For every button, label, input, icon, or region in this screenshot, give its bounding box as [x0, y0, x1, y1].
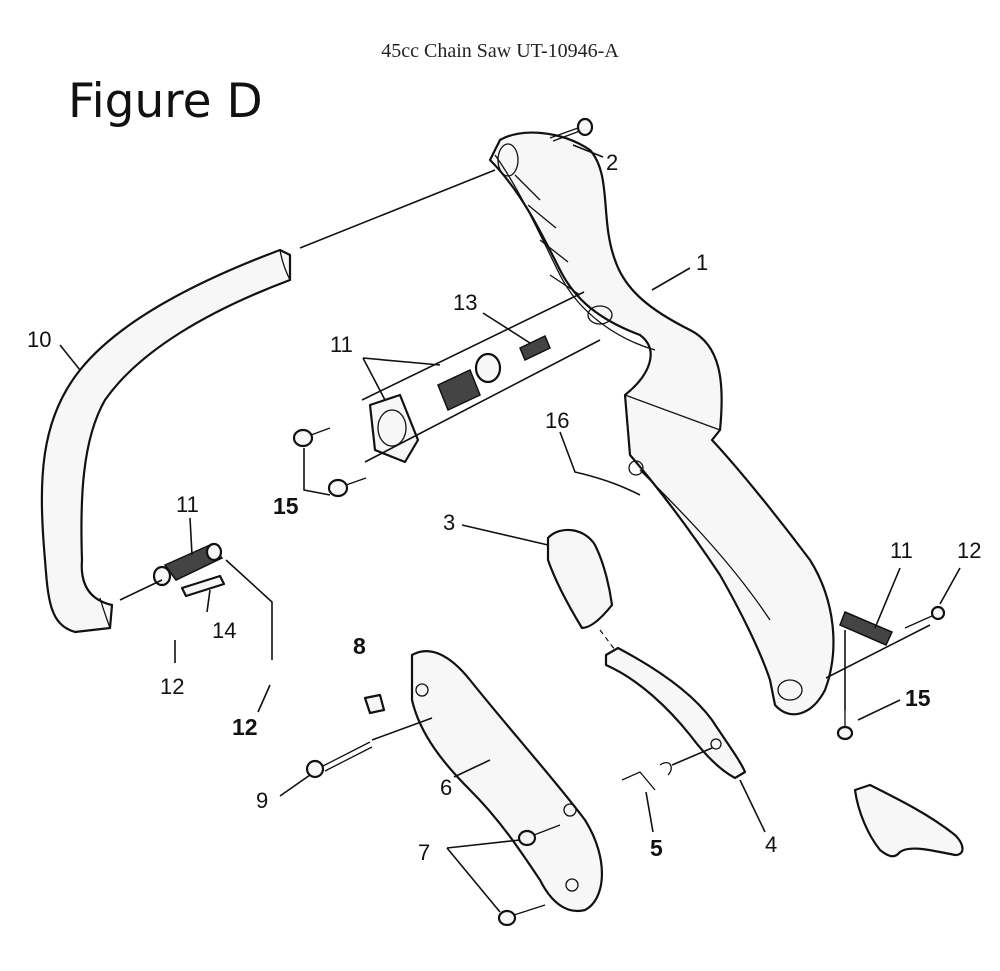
callout-16: 16 [545, 408, 569, 433]
figure-label: Figure D [68, 74, 263, 129]
trigger-part [546, 528, 614, 630]
small-nut [363, 693, 386, 715]
callout-12-bottom: 12 [232, 714, 258, 740]
callout-4: 4 [765, 832, 777, 857]
callout-5: 5 [650, 835, 663, 861]
callout-2: 2 [606, 150, 618, 175]
callout-11-center: 11 [330, 332, 353, 357]
long-bolt [305, 741, 373, 779]
callout-leaders [59, 144, 961, 913]
callout-13: 13 [453, 290, 477, 315]
spring-assembly-left [152, 542, 226, 598]
callout-11-right: 11 [890, 538, 913, 563]
rear-handle-housing [488, 131, 835, 716]
handle-cover [410, 650, 604, 913]
callout-3: 3 [443, 510, 455, 535]
callout-7: 7 [418, 840, 430, 865]
callout-numbers: 1 2 3 4 5 6 7 8 9 10 11 11 11 12 12 12 1… [27, 150, 981, 865]
alternate-part-view [853, 783, 964, 858]
callout-8: 8 [353, 633, 366, 659]
callout-12-right: 12 [957, 538, 981, 563]
assembly-guide-lines [119, 169, 931, 766]
callout-9: 9 [256, 788, 268, 813]
callout-12-left: 12 [160, 674, 184, 699]
front-handle-bar [40, 248, 292, 634]
callout-15-left: 15 [273, 493, 299, 519]
callout-11-left: 11 [176, 492, 199, 517]
callout-10: 10 [27, 327, 51, 352]
bolt-top [549, 117, 594, 142]
torsion-spring [621, 761, 672, 791]
callout-1: 1 [696, 250, 708, 275]
screws-pair [497, 824, 561, 927]
spring-assembly-center [292, 334, 551, 498]
callout-6: 6 [440, 775, 452, 800]
page-title: 45cc Chain Saw UT-10946-A [381, 40, 619, 62]
throttle-lever [604, 646, 747, 780]
callout-14: 14 [212, 618, 236, 643]
callout-15-right: 15 [905, 685, 931, 711]
